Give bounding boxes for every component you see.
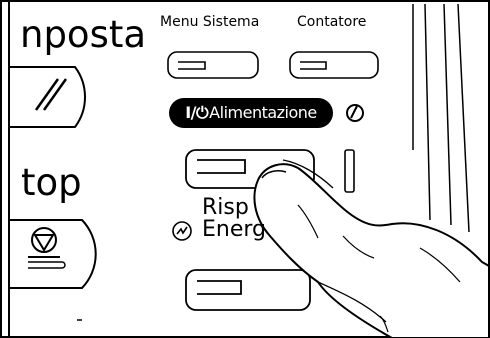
reset-button[interactable] bbox=[9, 66, 86, 128]
reset-label: nposta bbox=[20, 13, 147, 56]
energy-saver-key[interactable] bbox=[185, 269, 311, 311]
system-menu-label: Menu Sistema bbox=[160, 14, 260, 30]
energy-saver-label-line1: Risp bbox=[202, 195, 249, 220]
pressing-finger bbox=[253, 159, 490, 338]
power-icon: I/⏻ bbox=[185, 103, 209, 122]
stop-label: top bbox=[21, 161, 82, 204]
energy-saver-icon bbox=[172, 221, 192, 241]
power-label: Alimentazione bbox=[209, 103, 317, 122]
indicator-slot bbox=[344, 149, 355, 193]
counter-label: Contatore bbox=[297, 14, 367, 30]
stop-button[interactable] bbox=[9, 219, 97, 289]
reset-slash-icon bbox=[34, 78, 68, 111]
system-menu-button[interactable] bbox=[167, 51, 259, 79]
counter-button[interactable] bbox=[289, 51, 379, 79]
device-edge-lines bbox=[412, 3, 470, 233]
power-indicator-icon bbox=[346, 104, 364, 122]
power-label-badge: I/⏻Alimentazione bbox=[169, 98, 333, 128]
energy-saver-label-line2: Energ bbox=[202, 217, 267, 242]
stop-icon bbox=[28, 227, 66, 269]
